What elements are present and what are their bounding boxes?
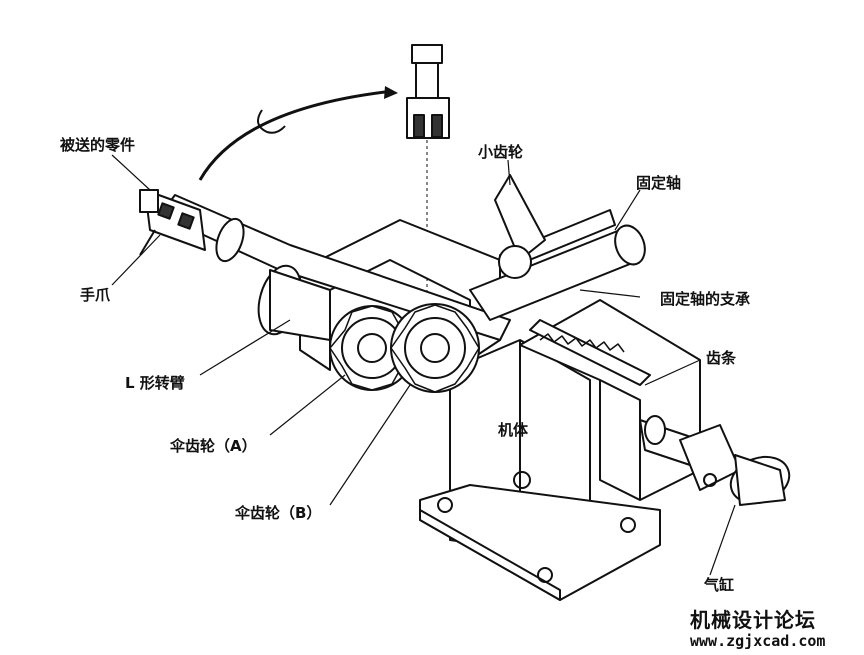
watermark-url: www.zgjxcad.com xyxy=(690,632,826,650)
leader-lines xyxy=(111,154,736,576)
label-bevel-gear-a: 伞齿轮（A） xyxy=(170,437,257,455)
label-workpiece: 被送的零件 xyxy=(60,136,136,154)
label-l-arm: L 形转臂 xyxy=(125,374,185,392)
label-gripper: 手爪 xyxy=(80,286,111,304)
air-cylinder xyxy=(639,415,791,506)
label-frame: 机体 xyxy=(498,421,529,439)
bevel-gear-b xyxy=(390,303,480,393)
label-small-gear: 小齿轮 xyxy=(478,143,524,161)
watermark-title: 机械设计论坛 xyxy=(690,608,816,632)
small-gear xyxy=(494,174,546,279)
frame-body xyxy=(299,219,701,601)
label-fixed-shaft: 固定轴 xyxy=(636,174,682,192)
rotation-arrow xyxy=(198,86,398,181)
label-shaft-support: 固定轴的支承 xyxy=(660,290,751,308)
label-rack: 齿条 xyxy=(706,349,737,367)
gripper-left xyxy=(139,189,206,256)
label-cylinder: 气缸 xyxy=(704,576,735,594)
gripper-top-position xyxy=(406,44,450,300)
bevel-gear-a xyxy=(329,305,415,391)
label-bevel-gear-b: 伞齿轮（B） xyxy=(235,504,322,522)
rack xyxy=(529,319,651,386)
